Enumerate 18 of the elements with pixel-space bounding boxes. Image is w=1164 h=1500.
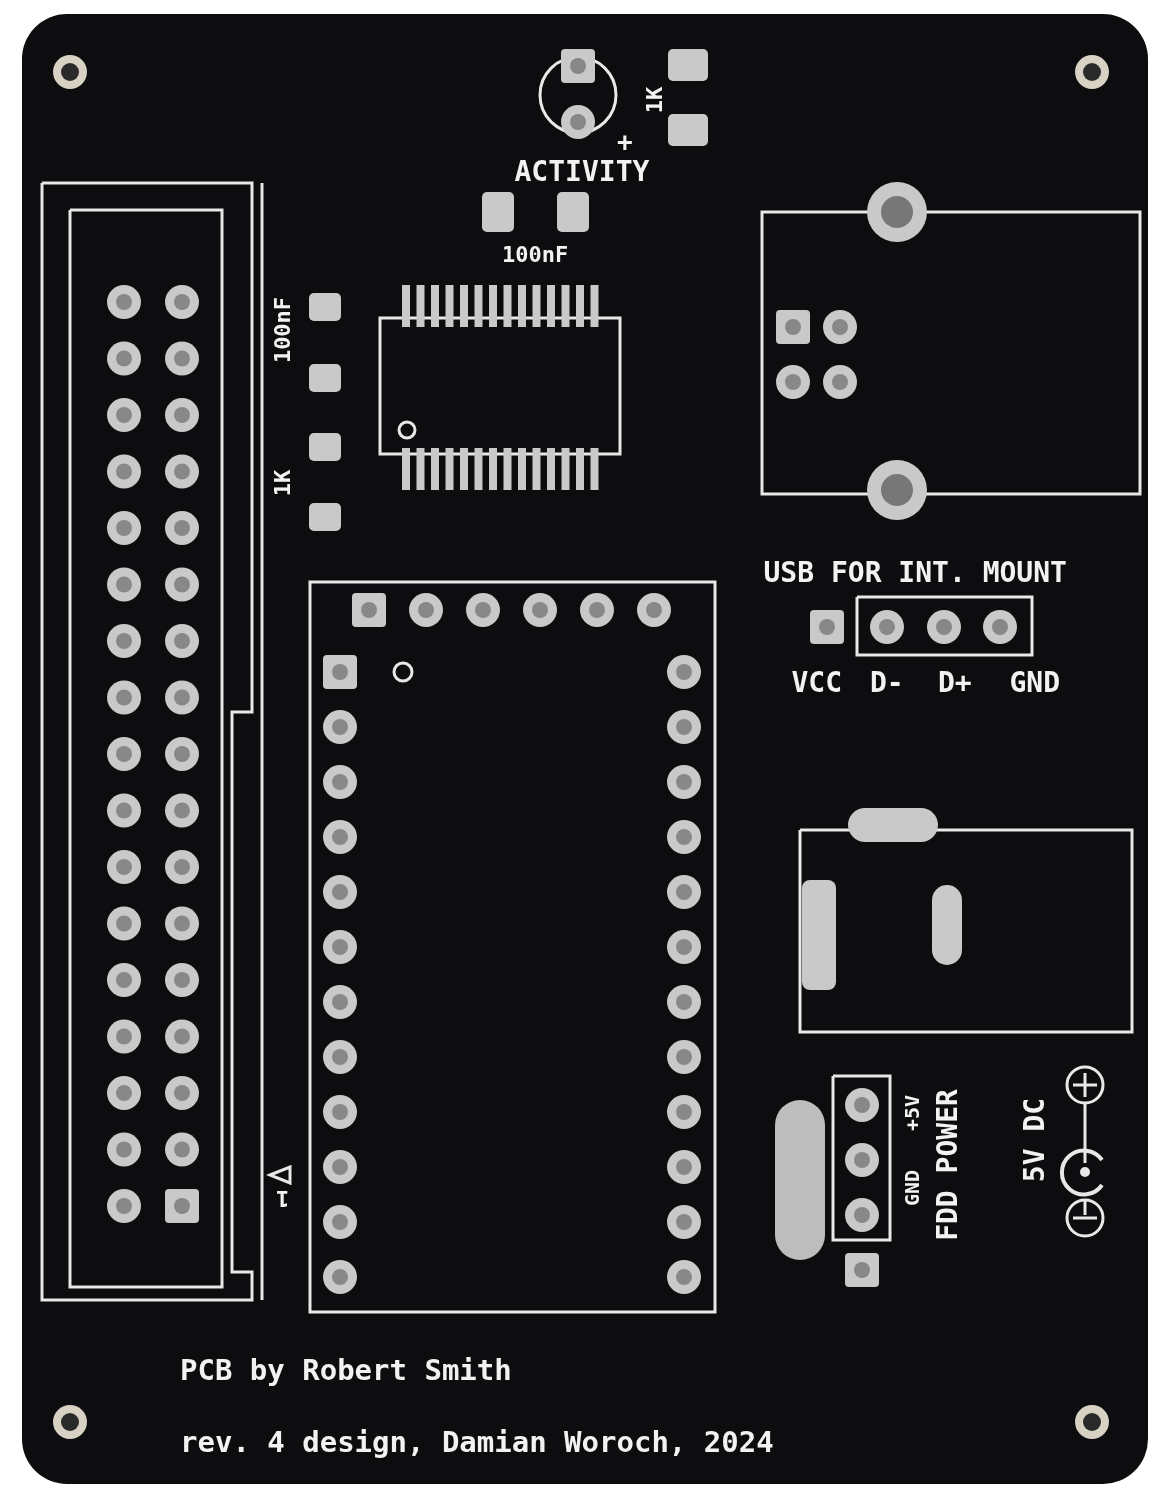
pin-label: D- bbox=[870, 669, 904, 697]
capacitor-value: 100nF bbox=[272, 296, 295, 364]
pin-label: +5V bbox=[902, 1094, 923, 1132]
resistor-value: 1K bbox=[271, 469, 294, 497]
silkscreen-label: 5V DC bbox=[1021, 1097, 1050, 1183]
pin-label: VCC bbox=[791, 669, 843, 697]
pin-marker: 1 bbox=[275, 1187, 289, 1209]
resistor-value: 1K bbox=[643, 86, 666, 114]
polarity-mark: + bbox=[617, 129, 633, 155]
credit-note: PCB by Robert Smith bbox=[180, 1355, 512, 1385]
silkscreen-label: FDD POWER bbox=[933, 1089, 962, 1241]
silkscreen-label: ACTIVITY bbox=[514, 158, 650, 186]
credit-note: rev. 4 design, Damian Woroch, 2024 bbox=[180, 1427, 774, 1457]
pin-label: D+ bbox=[938, 669, 972, 697]
silkscreen-label: USB FOR INT. MOUNT bbox=[763, 559, 1067, 587]
pin-label: GND bbox=[1009, 669, 1061, 697]
capacitor-value: 100nF bbox=[502, 244, 569, 266]
pin-label: GND bbox=[902, 1169, 923, 1207]
